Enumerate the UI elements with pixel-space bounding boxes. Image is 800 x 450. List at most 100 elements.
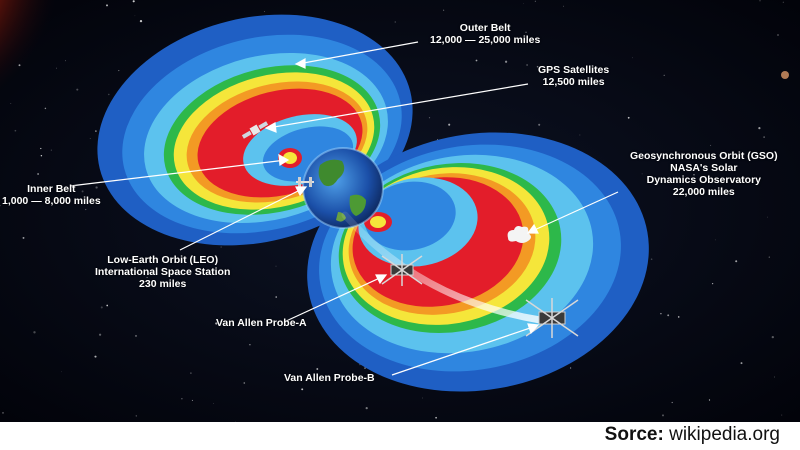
star — [394, 21, 396, 23]
star — [443, 9, 445, 11]
pointer-probe-b-arrow — [527, 323, 540, 335]
leo-line2: International Space Station — [95, 266, 231, 278]
radiation-belt-diagram: Outer Belt 12,000 — 25,000 miles GPS Sat… — [0, 0, 800, 422]
star — [693, 174, 695, 176]
pointer-gso-arrow — [526, 223, 539, 234]
star — [422, 397, 423, 399]
star — [662, 414, 664, 417]
star — [763, 136, 765, 138]
star — [213, 403, 214, 404]
star — [711, 282, 714, 285]
source-prefix: Sorce: — [604, 424, 664, 445]
pointer-probe-a — [283, 275, 385, 323]
probe-a-text: Van Allen Probe-A — [216, 317, 307, 329]
star — [782, 1, 784, 3]
star — [106, 4, 108, 7]
star — [768, 256, 770, 258]
label-probe-b: Van Allen Probe-B — [284, 372, 375, 384]
star — [569, 367, 572, 369]
star — [525, 31, 527, 34]
star — [40, 154, 43, 157]
outer-belt-detail: 12,000 — 25,000 miles — [430, 34, 541, 46]
star — [631, 57, 633, 59]
star — [81, 190, 84, 193]
star — [18, 64, 21, 67]
star — [215, 322, 218, 325]
star — [33, 331, 36, 334]
star — [37, 173, 40, 175]
sdo-satellite-icon — [507, 226, 531, 243]
leo-line3: 230 miles — [139, 278, 187, 290]
star — [191, 399, 193, 401]
star — [650, 258, 653, 260]
star — [448, 123, 451, 126]
star — [365, 407, 368, 410]
star — [641, 173, 643, 175]
star — [585, 67, 587, 69]
pointer-outer-belt — [297, 41, 419, 65]
star — [190, 372, 192, 374]
star — [781, 414, 783, 416]
star — [428, 117, 431, 119]
label-probe-a: Van Allen Probe-A — [216, 317, 307, 329]
pointer-gps-arrow — [264, 122, 277, 133]
star — [316, 368, 319, 370]
source-site: wikipedia.org — [669, 424, 780, 445]
probe-trail — [341, 211, 544, 324]
star — [437, 138, 439, 140]
star — [14, 129, 17, 132]
star — [523, 2, 524, 4]
star — [220, 246, 222, 248]
pointer-probe-a-arrow — [375, 274, 388, 285]
gso-line3: Dynamics Observatory — [646, 174, 761, 186]
leo-line1: Low-Earth Orbit (LEO) — [107, 254, 219, 266]
star — [56, 67, 57, 69]
star — [364, 367, 366, 369]
label-gps: GPS Satellites 12,500 miles — [538, 64, 609, 88]
star — [475, 59, 478, 62]
gso-line4: 22,000 miles — [672, 186, 735, 198]
star — [85, 208, 87, 211]
iss-icon — [296, 177, 314, 187]
star — [710, 144, 712, 146]
distant-planet — [781, 71, 789, 79]
pointer-gps — [267, 83, 529, 129]
pointer-lines — [69, 41, 619, 376]
star — [714, 239, 716, 241]
star — [10, 103, 12, 104]
star — [735, 260, 738, 263]
label-leo: Low-Earth Orbit (LEO) International Spac… — [95, 254, 230, 290]
star — [677, 316, 680, 318]
star — [526, 64, 529, 66]
star — [275, 296, 278, 298]
inner-belt-detail: 1,000 — 8,000 miles — [2, 195, 101, 207]
van-allen-probe-b-icon — [525, 298, 579, 338]
star — [740, 362, 743, 365]
star — [660, 312, 662, 315]
probe-b-text: Van Allen Probe-B — [284, 372, 375, 384]
pointer-inner-belt-arrow — [278, 153, 290, 167]
star — [22, 236, 25, 239]
pointer-leo-arrow — [295, 186, 308, 197]
star — [627, 116, 630, 119]
pointer-leo — [179, 187, 305, 251]
gps-title: GPS Satellites — [538, 64, 610, 76]
star — [249, 343, 251, 346]
star — [667, 314, 670, 317]
star — [139, 19, 143, 23]
star — [671, 401, 673, 404]
star — [2, 412, 4, 414]
star — [563, 5, 565, 7]
star — [776, 33, 780, 37]
star — [61, 371, 63, 373]
label-outer-belt: Outer Belt 12,000 — 25,000 miles — [430, 22, 540, 46]
star — [76, 88, 79, 91]
gps-detail: 12,500 miles — [542, 76, 605, 88]
label-gso: Geosynchronous Orbit (GSO) NASA's Solar … — [630, 150, 778, 198]
star — [264, 11, 265, 12]
pointer-probe-b — [391, 325, 537, 376]
star — [95, 186, 98, 189]
star — [538, 123, 541, 126]
star — [98, 333, 102, 336]
star — [498, 35, 500, 38]
